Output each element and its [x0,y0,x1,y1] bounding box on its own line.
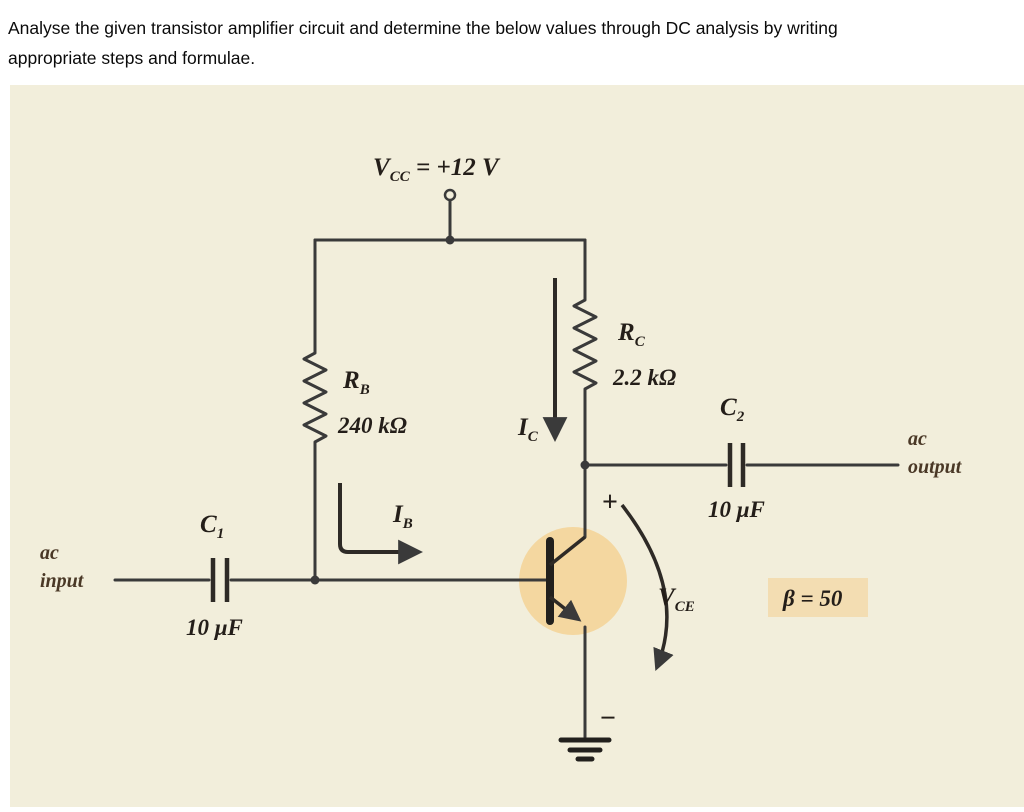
junction-dot-collector [580,460,590,470]
rb-resistor [302,351,328,444]
rc-subscript: C [635,334,646,350]
ac-input-label: ac input [40,542,85,592]
vce-subscript: CE [675,599,695,615]
beta-highlight [768,578,868,617]
rc-resistor [572,298,598,391]
vce-label: VCE [658,584,695,615]
ic-subscript: C [528,429,539,445]
ac-output-line1: ac [908,428,927,450]
c1-label: C1 [200,511,224,542]
ac-output-label: ac output [908,428,963,478]
circuit-diagram: VCC = +12 V RB 240 kΩ RC 2.2 kΩ IC IB C1… [40,154,963,762]
question-line-1: Analyse the given transistor amplifier c… [8,18,838,38]
vce-arrow [620,503,674,672]
ic-label: IC [517,414,539,445]
rc-label: RC [617,319,646,350]
question-line-2: appropriate steps and formulae. [8,48,256,68]
rb-subscript: B [359,382,370,398]
vcc-value: = +12 V [410,154,501,181]
rb-label: RB [342,367,370,398]
ib-symbol: I [392,501,404,528]
c1-symbol: C [200,511,217,538]
beta-badge: β = 50 [782,586,843,611]
vce-symbol: V [658,584,677,611]
transistor-emitter [548,595,582,622]
vcc-symbol: V [373,154,392,181]
minus-sign: − [600,703,616,734]
c2-capacitor [727,443,746,487]
ac-output-line2: output [908,456,963,478]
ac-input-line2: input [40,570,85,592]
c1-value: 10 μF [186,615,243,640]
junction-dot-base [310,575,320,585]
rc-value: 2.2 kΩ [612,365,676,390]
vcc-subscript: CC [390,169,411,185]
c2-subscript: 2 [736,409,745,425]
vcc-terminal [443,188,457,202]
plus-sign: + [602,487,618,518]
wires [113,199,900,739]
question-text: Analyse the given transistor amplifier c… [0,0,1024,73]
ic-symbol: I [517,414,529,441]
ground-symbol [558,737,612,762]
circuit-panel: VCC = +12 V RB 240 kΩ RC 2.2 kΩ IC IB C1… [10,85,1024,807]
rc-symbol: R [617,319,635,346]
transistor [546,535,587,625]
transistor-collector [548,535,587,567]
ib-label: IB [392,501,413,532]
rb-value: 240 kΩ [337,413,407,438]
vcc-label: VCC = +12 V [373,154,501,185]
c1-capacitor [210,558,230,602]
c2-value: 10 μF [708,497,765,522]
c2-symbol: C [720,394,737,421]
c2-label: C2 [720,394,745,425]
ac-input-line1: ac [40,542,59,564]
junction-dot-top [445,235,455,245]
ib-arrow [338,483,423,565]
ib-subscript: B [402,516,413,532]
c1-subscript: 1 [217,526,225,542]
rb-symbol: R [342,367,360,394]
